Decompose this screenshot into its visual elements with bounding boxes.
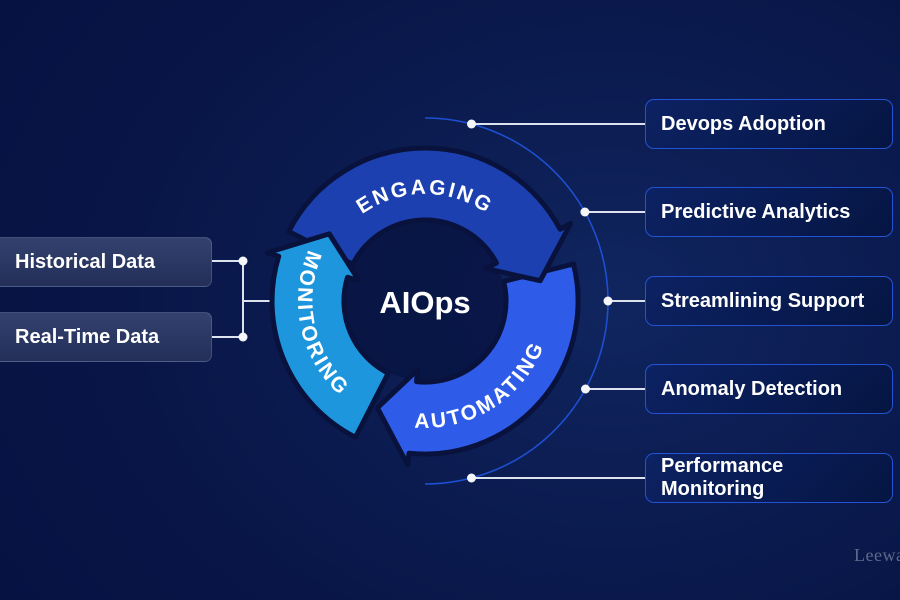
output-box-label: Performance Monitoring <box>661 455 784 500</box>
output-box-streamlining-support: Streamlining Support <box>645 276 893 326</box>
connector-dot <box>467 473 476 483</box>
output-box-label: Predictive Analytics <box>661 200 851 223</box>
output-box-anomaly-detection: Anomaly Detection <box>645 364 893 414</box>
output-box-label: Streamlining Support <box>661 289 865 312</box>
connector-dot <box>238 256 248 266</box>
input-box-label: Historical Data <box>15 250 156 273</box>
watermark: Leewa <box>854 545 900 565</box>
output-box-predictive-analytics: Predictive Analytics <box>645 187 893 237</box>
input-box-real-time-data: Real-Time Data <box>0 312 212 362</box>
cycle-center-label: AIOps <box>379 285 470 320</box>
cycle-segment-monitoring <box>264 231 391 440</box>
output-box-devops-adoption: Devops Adoption <box>645 99 893 149</box>
connector-dot <box>580 207 590 217</box>
output-box-label: Devops Adoption <box>661 112 826 135</box>
input-box-historical-data: Historical Data <box>0 237 212 287</box>
connector-dot <box>581 384 590 394</box>
left-connectors <box>210 256 277 342</box>
connector-dot <box>467 119 476 129</box>
cycle-segment-engaging <box>286 145 574 284</box>
output-box-label: Anomaly Detection <box>661 377 843 400</box>
cycle-inner-disc <box>345 221 505 381</box>
cycle-segment-automating <box>374 261 581 468</box>
connector-dot <box>238 332 248 342</box>
right-connectors <box>467 119 646 483</box>
output-box-performance-monitoring: Performance Monitoring <box>645 453 893 503</box>
connector-dot <box>603 296 613 306</box>
input-box-label: Real-Time Data <box>15 325 160 348</box>
